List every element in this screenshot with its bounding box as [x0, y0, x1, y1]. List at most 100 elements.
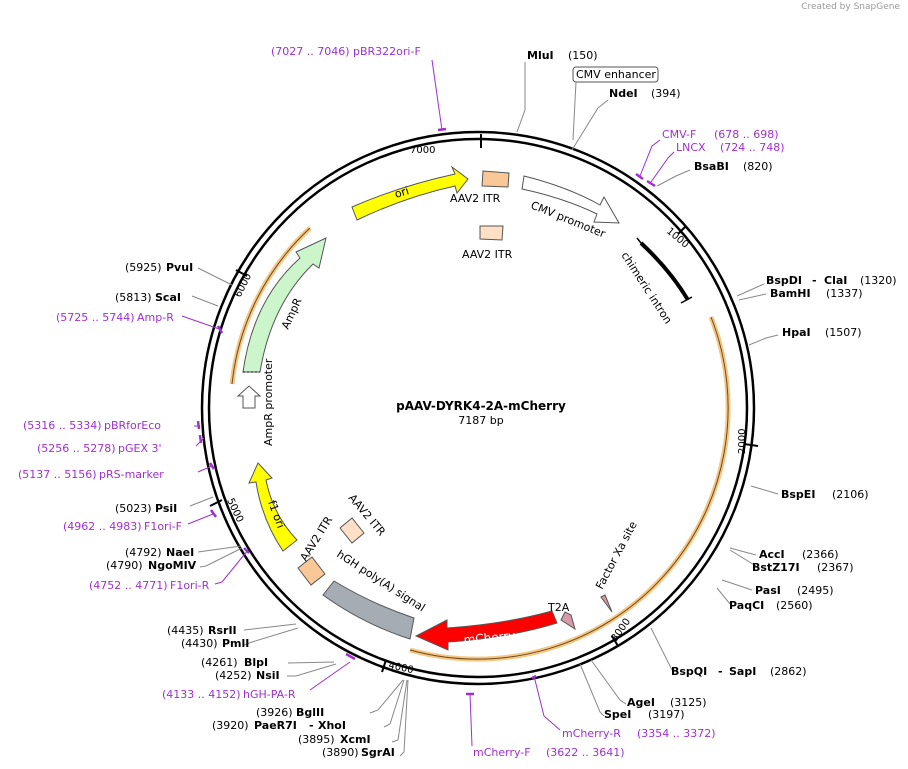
- enzyme-spei-pos: (3197): [648, 708, 685, 721]
- enzyme-bspei[interactable]: BspEI: [781, 488, 815, 501]
- highlight-arc-left-line: [231, 227, 311, 385]
- feature-factor-xa[interactable]: [600, 594, 613, 613]
- enzyme-bspdi-sep: -: [812, 274, 817, 287]
- primer-prs-marker[interactable]: pRS-marker: [99, 468, 164, 481]
- enzyme-nsii-pos: (4252): [215, 669, 252, 682]
- primer-mcherry-r[interactable]: mCherry-R: [562, 727, 621, 740]
- enzyme-clai[interactable]: ClaI: [824, 274, 847, 287]
- enzyme-agei[interactable]: AgeI: [627, 696, 655, 709]
- primer-lncx[interactable]: LNCX: [676, 141, 706, 154]
- enzyme-agei-pos: (3125): [670, 696, 707, 709]
- tick-label-7000: 7000: [410, 145, 435, 156]
- enzyme-nsii[interactable]: NsiI: [256, 669, 280, 682]
- feature-cmv-promoter[interactable]: [521, 175, 620, 224]
- enzyme-paer7i-sep: -: [309, 719, 314, 732]
- feature-chimeric-intron[interactable]: [639, 241, 690, 302]
- enzyme-ndei-pos: (394): [651, 87, 681, 100]
- feature-t2a[interactable]: [560, 611, 576, 631]
- enzyme-bspei-pos: (2106): [832, 488, 869, 501]
- enzyme-pvui[interactable]: PvuI: [166, 261, 193, 274]
- enzyme-ndei[interactable]: NdeI: [609, 87, 638, 100]
- enzyme-sapi-pos: (2862): [770, 665, 807, 678]
- enzyme-acci[interactable]: AccI: [759, 548, 785, 561]
- enzyme-bglii[interactable]: BglII: [296, 706, 324, 719]
- enzyme-hpai-pos: (1507): [825, 326, 862, 339]
- feature-t2a-label: T2A: [547, 601, 570, 614]
- primer-leader-lines: [181, 59, 675, 747]
- enzyme-xcmi-pos: (3895): [298, 733, 335, 746]
- plasmid-name: pAAV-DYRK4-2A-mCherry: [396, 399, 566, 413]
- feature-aav2-itr-bottom-label: AAV2 ITR: [298, 514, 336, 564]
- feature-ori[interactable]: [351, 165, 469, 221]
- feature-aav2-itr-top[interactable]: [481, 170, 510, 188]
- enzyme-bspqi[interactable]: BspQI: [671, 665, 707, 678]
- primer-f1ori-r[interactable]: F1ori-R: [170, 579, 210, 592]
- feature-hgh-polya[interactable]: [322, 580, 415, 640]
- enzyme-psii[interactable]: PsiI: [155, 502, 177, 515]
- feature-ori-label: ori: [393, 184, 410, 201]
- primer-pgex3-range: (5256 .. 5278): [37, 442, 116, 455]
- primer-mcherry-r-range: (3354 .. 3372): [637, 727, 716, 740]
- primer-amp-r-range: (5725 .. 5744): [56, 311, 135, 324]
- primer-mcherry-f[interactable]: mCherry-F: [473, 746, 531, 759]
- tick-label-1000: 1000: [664, 226, 691, 251]
- enzyme-rsrii[interactable]: RsrII: [208, 624, 237, 637]
- enzyme-bsabi[interactable]: BsaBI: [694, 160, 729, 173]
- enzyme-blpi[interactable]: BlpI: [244, 656, 268, 669]
- primer-pbr322ori-f-range: (7027 .. 7046): [271, 45, 350, 58]
- primer-cmv-f[interactable]: CMV-F: [662, 128, 696, 141]
- primer-amp-r[interactable]: Amp-R: [137, 311, 174, 324]
- feature-aav2-itr-top-label: AAV2 ITR: [450, 192, 501, 205]
- primer-lncx-range: (724 .. 748): [720, 141, 785, 154]
- enzyme-sapi[interactable]: SapI: [729, 665, 756, 678]
- primer-pbrforeco[interactable]: pBRforEco: [104, 419, 161, 432]
- enzyme-naei-pos: (4792): [125, 546, 162, 559]
- enzyme-bstz17i[interactable]: BstZ17I: [752, 561, 800, 574]
- feature-ampr[interactable]: [242, 237, 327, 373]
- feature-factor-xa-label: Factor Xa site: [593, 519, 640, 591]
- feature-mcherry-label: mCherry: [463, 629, 516, 647]
- primer-hgh-pa-r[interactable]: hGH-PA-R: [243, 688, 296, 701]
- feature-aav2-itr-bottom2[interactable]: [339, 517, 365, 544]
- enzyme-scai[interactable]: ScaI: [155, 291, 181, 304]
- enzyme-pasi[interactable]: PasI: [755, 584, 781, 597]
- enzyme-sgrai-pos: (3890): [322, 746, 359, 759]
- enzyme-paer7i[interactable]: PaeR7I: [254, 719, 297, 732]
- enzyme-paqci[interactable]: PaqCI: [729, 599, 764, 612]
- chimeric-intron-end-cap: [680, 296, 693, 304]
- feature-f1-ori[interactable]: [248, 462, 298, 552]
- enzyme-psii-pos: (5023): [115, 502, 152, 515]
- cmv-enhancer-box[interactable]: [572, 66, 659, 83]
- highlight-arc-right-line: [409, 316, 729, 660]
- enzyme-naei[interactable]: NaeI: [166, 546, 194, 559]
- enzyme-xhoi[interactable]: XhoI: [318, 719, 346, 732]
- feature-aav2-itr-bottom[interactable]: [297, 556, 326, 586]
- enzyme-bsabi-pos: (820): [743, 160, 773, 173]
- enzyme-clai-pos: (1320): [860, 274, 897, 287]
- plasmid-size: 7187 bp: [458, 414, 503, 427]
- primer-pgex3[interactable]: pGEX 3': [118, 442, 162, 455]
- enzyme-ngomiv-pos: (4790): [106, 559, 143, 572]
- feature-mcherry[interactable]: [414, 610, 558, 651]
- enzyme-bstz17i-pos: (2367): [817, 561, 854, 574]
- enzyme-bspdi[interactable]: BspDI: [766, 274, 802, 287]
- enzyme-leader-lines: [189, 62, 779, 757]
- feature-ampr-promoter[interactable]: [236, 385, 262, 409]
- credit-brand: SnapGene: [853, 2, 900, 12]
- primer-pbrforeco-range: (5316 .. 5334): [23, 419, 102, 432]
- enzyme-xcmi[interactable]: XcmI: [340, 733, 371, 746]
- enzyme-ngomiv[interactable]: NgoMIV: [148, 559, 197, 572]
- enzyme-pmli[interactable]: PmlI: [222, 637, 249, 650]
- enzyme-hpai[interactable]: HpaI: [782, 326, 811, 339]
- tick-marks: [209, 134, 759, 673]
- enzyme-sgrai[interactable]: SgrAI: [361, 746, 395, 759]
- primer-f1ori-f-range: (4962 .. 4983): [63, 520, 142, 533]
- enzyme-bamhi-pos: (1337): [826, 287, 863, 300]
- primer-pbr322ori-f[interactable]: pBR322ori-F: [353, 45, 421, 58]
- enzyme-spei[interactable]: SpeI: [604, 708, 631, 721]
- primer-f1ori-f[interactable]: F1ori-F: [144, 520, 182, 533]
- enzyme-bamhi[interactable]: BamHI: [770, 287, 811, 300]
- primer-cmv-f-range: (678 .. 698): [714, 128, 779, 141]
- enzyme-mlui[interactable]: MluI: [527, 49, 554, 62]
- feature-aav2-itr-top2[interactable]: [479, 225, 504, 241]
